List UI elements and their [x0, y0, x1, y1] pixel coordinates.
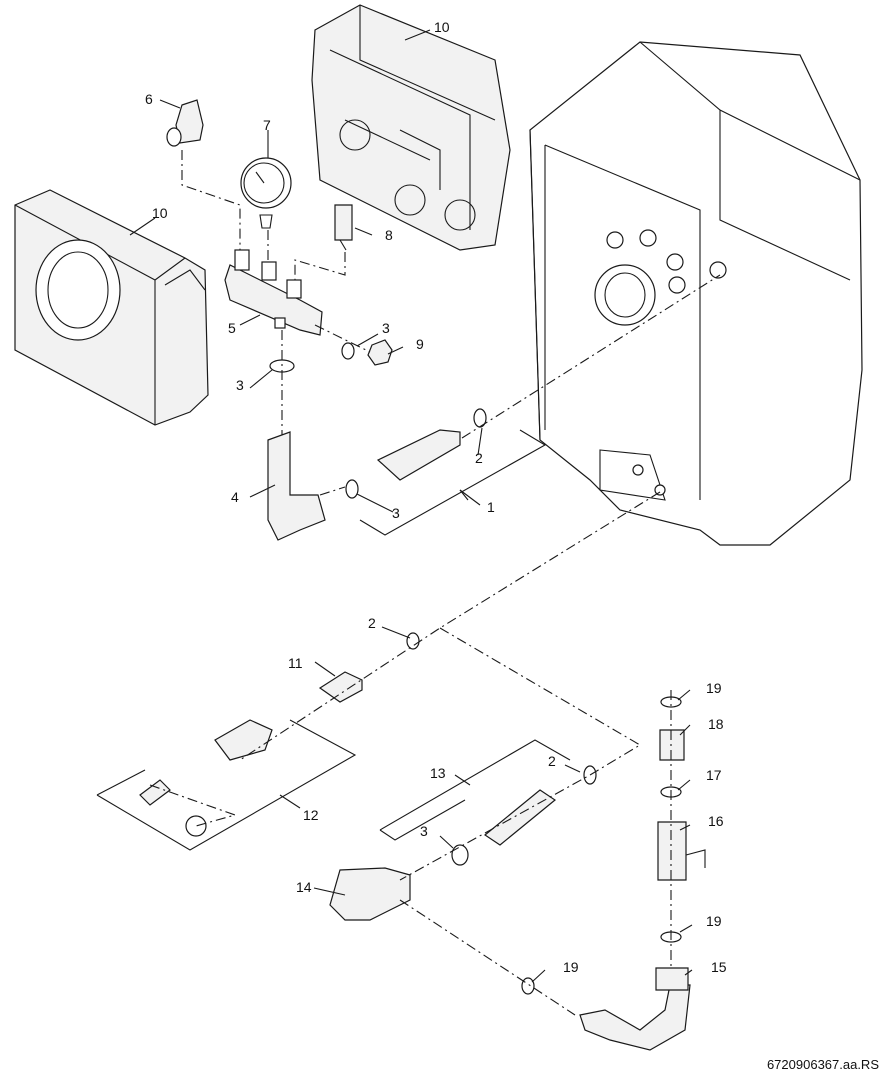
safety-valve: [166, 99, 204, 147]
callout-c13: 13: [430, 765, 446, 781]
callout-c2a: 2: [475, 450, 483, 466]
callout-c11: 11: [288, 655, 303, 671]
callout-c3a: 3: [382, 320, 390, 336]
cover-front: [14, 189, 209, 426]
seals: [269, 339, 487, 499]
air-vent: [334, 204, 353, 251]
callout-c14: 14: [296, 879, 312, 895]
assembly-axes: [149, 150, 721, 1016]
callout-c2b: 2: [368, 615, 376, 631]
callout-c16: 16: [708, 813, 724, 829]
callout-c7: 7: [263, 117, 271, 133]
callout-c5: 5: [228, 320, 236, 336]
pressure-gauge: [240, 157, 292, 229]
callout-c6: 6: [145, 91, 153, 107]
cover-insulation-top: [311, 4, 511, 251]
callout-c2c: 2: [548, 753, 556, 769]
leader-lines: [129, 29, 693, 983]
callout-c15: 15: [711, 959, 727, 975]
lower-assembly: [96, 632, 706, 1051]
callout-c8: 8: [385, 227, 393, 243]
callout-c4: 4: [231, 489, 239, 505]
callout-c10b: 10: [152, 205, 168, 221]
callout-c18: 18: [708, 716, 724, 732]
callout-labels: 10 6 7 10 8 5 3 9 3 2 4 1 3 2 11 19 18 1…: [145, 19, 727, 975]
callout-c3d: 3: [420, 823, 428, 839]
callout-c9: 9: [416, 336, 424, 352]
callout-c19a: 19: [706, 680, 722, 696]
callout-c19c: 19: [563, 959, 579, 975]
callout-c3c: 3: [392, 505, 400, 521]
callout-c19b: 19: [706, 913, 722, 929]
callout-c3b: 3: [236, 377, 244, 393]
document-id: 6720906367.aa.RS: [766, 1057, 879, 1072]
callout-c12: 12: [303, 807, 319, 823]
manifold: [224, 249, 323, 336]
connector-set-1: [359, 429, 547, 536]
callout-c1: 1: [487, 499, 495, 515]
callout-c17: 17: [706, 767, 722, 783]
boiler-housing: [529, 41, 863, 546]
elbow-pipe: [267, 431, 326, 541]
callout-c10a: 10: [434, 19, 450, 35]
